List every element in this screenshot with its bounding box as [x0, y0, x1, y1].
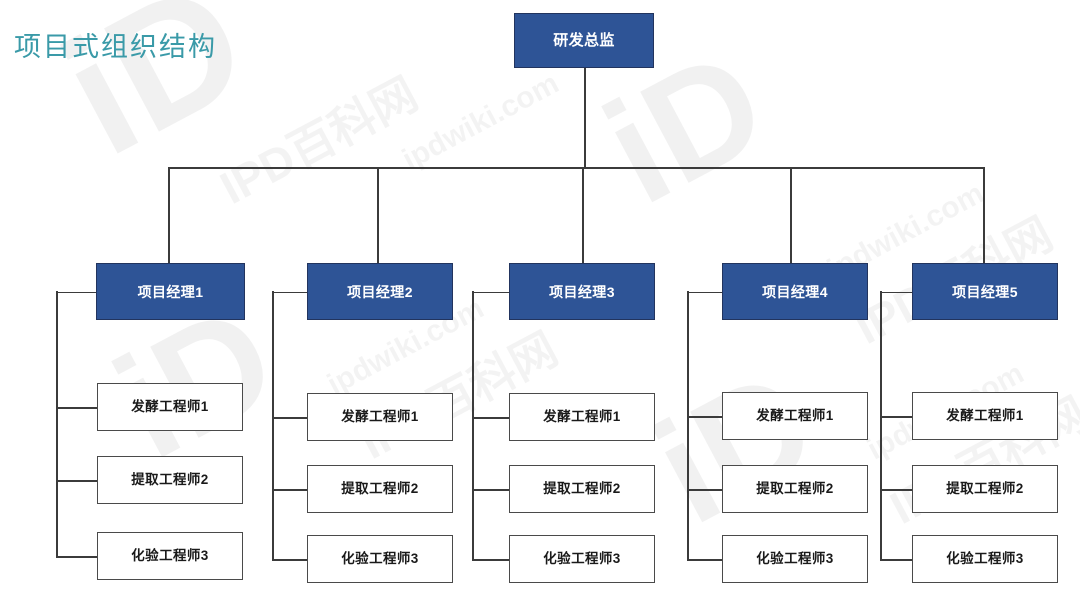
- node-root-rd-director[interactable]: 研发总监: [514, 13, 654, 68]
- connector-report-elbow-5-1: [880, 416, 912, 418]
- node-engineer-label-2-2: 提取工程师2: [341, 481, 419, 497]
- connector-manager-elbow-4: [687, 291, 722, 294]
- connector-report-elbow-4-1: [687, 416, 722, 418]
- node-project-manager-label-3: 项目经理3: [549, 283, 615, 300]
- connector-report-elbow-4-2: [687, 489, 722, 491]
- connector-branch-spine-2: [272, 291, 274, 559]
- connector-report-elbow-1-2: [56, 480, 97, 482]
- connector-root-stem: [584, 68, 586, 167]
- node-engineer-2-3[interactable]: 化验工程师3: [307, 535, 453, 583]
- node-project-manager-1[interactable]: 项目经理1: [96, 263, 245, 320]
- connector-report-elbow-3-3: [472, 559, 509, 561]
- node-engineer-label-3-2: 提取工程师2: [543, 481, 621, 497]
- watermark-text: ipdwiki.com: [397, 67, 565, 178]
- connector-report-elbow-5-3: [880, 559, 912, 561]
- node-engineer-3-1[interactable]: 发酵工程师1: [509, 393, 655, 441]
- watermark-logo-icon: iD: [629, 336, 841, 556]
- node-engineer-1-1[interactable]: 发酵工程师1: [97, 383, 243, 431]
- node-engineer-label-1-1: 发酵工程师1: [131, 399, 209, 415]
- connector-report-elbow-1-1: [56, 407, 97, 409]
- node-engineer-label-5-2: 提取工程师2: [946, 481, 1024, 497]
- node-project-manager-label-5: 项目经理5: [952, 283, 1018, 300]
- node-project-manager-5[interactable]: 项目经理5: [912, 263, 1058, 320]
- connector-report-elbow-3-2: [472, 489, 509, 491]
- page-title: 项目式组织结构: [14, 32, 217, 62]
- connector-report-elbow-4-3: [687, 559, 722, 561]
- connector-manager-drop-3: [582, 167, 584, 263]
- connector-manager-drop-4: [790, 167, 792, 263]
- connector-branch-spine-1: [56, 291, 58, 556]
- connector-manager-elbow-2: [272, 291, 307, 294]
- node-engineer-label-1-3: 化验工程师3: [131, 548, 209, 564]
- node-engineer-label-4-3: 化验工程师3: [756, 551, 834, 567]
- node-engineer-label-4-1: 发酵工程师1: [756, 408, 834, 424]
- connector-report-elbow-2-1: [272, 417, 307, 419]
- node-engineer-2-1[interactable]: 发酵工程师1: [307, 393, 453, 441]
- node-engineer-3-2[interactable]: 提取工程师2: [509, 465, 655, 513]
- connector-branch-spine-5: [880, 291, 882, 559]
- node-project-manager-label-2: 项目经理2: [347, 283, 413, 300]
- node-engineer-2-2[interactable]: 提取工程师2: [307, 465, 453, 513]
- connector-branch-spine-4: [687, 291, 689, 559]
- connector-report-elbow-5-2: [880, 489, 912, 491]
- connector-report-elbow-1-3: [56, 556, 97, 558]
- watermark-text: IPD百科网: [207, 58, 428, 217]
- node-engineer-label-2-1: 发酵工程师1: [341, 409, 419, 425]
- connector-report-elbow-2-2: [272, 489, 307, 491]
- node-project-manager-3[interactable]: 项目经理3: [509, 263, 655, 320]
- connector-bus: [168, 167, 983, 169]
- connector-manager-drop-1: [168, 167, 170, 263]
- connector-manager-drop-5: [983, 167, 985, 263]
- node-engineer-label-2-3: 化验工程师3: [341, 551, 419, 567]
- node-root-label: 研发总监: [553, 32, 615, 49]
- node-engineer-label-1-2: 提取工程师2: [131, 472, 209, 488]
- connector-manager-elbow-5: [880, 291, 912, 294]
- connector-manager-elbow-1: [56, 291, 96, 294]
- node-engineer-5-2[interactable]: 提取工程师2: [912, 465, 1058, 513]
- connector-report-elbow-2-3: [272, 559, 307, 561]
- node-engineer-1-2[interactable]: 提取工程师2: [97, 456, 243, 504]
- node-engineer-4-1[interactable]: 发酵工程师1: [722, 392, 868, 440]
- node-engineer-3-3[interactable]: 化验工程师3: [509, 535, 655, 583]
- connector-manager-elbow-3: [472, 291, 509, 294]
- connector-branch-spine-3: [472, 291, 474, 559]
- connector-report-elbow-3-1: [472, 417, 509, 419]
- node-project-manager-2[interactable]: 项目经理2: [307, 263, 453, 320]
- connector-manager-drop-2: [377, 167, 379, 263]
- node-engineer-1-3[interactable]: 化验工程师3: [97, 532, 243, 580]
- node-project-manager-4[interactable]: 项目经理4: [722, 263, 868, 320]
- node-engineer-label-4-2: 提取工程师2: [756, 481, 834, 497]
- node-engineer-5-1[interactable]: 发酵工程师1: [912, 392, 1058, 440]
- node-engineer-label-5-1: 发酵工程师1: [946, 408, 1024, 424]
- node-project-manager-label-1: 项目经理1: [137, 283, 204, 300]
- node-engineer-label-5-3: 化验工程师3: [946, 551, 1024, 567]
- node-engineer-label-3-1: 发酵工程师1: [543, 409, 621, 425]
- node-project-manager-label-4: 项目经理4: [762, 283, 828, 300]
- node-engineer-5-3[interactable]: 化验工程师3: [912, 535, 1058, 583]
- node-engineer-4-2[interactable]: 提取工程师2: [722, 465, 868, 513]
- node-engineer-label-3-3: 化验工程师3: [543, 551, 621, 567]
- node-engineer-4-3[interactable]: 化验工程师3: [722, 535, 868, 583]
